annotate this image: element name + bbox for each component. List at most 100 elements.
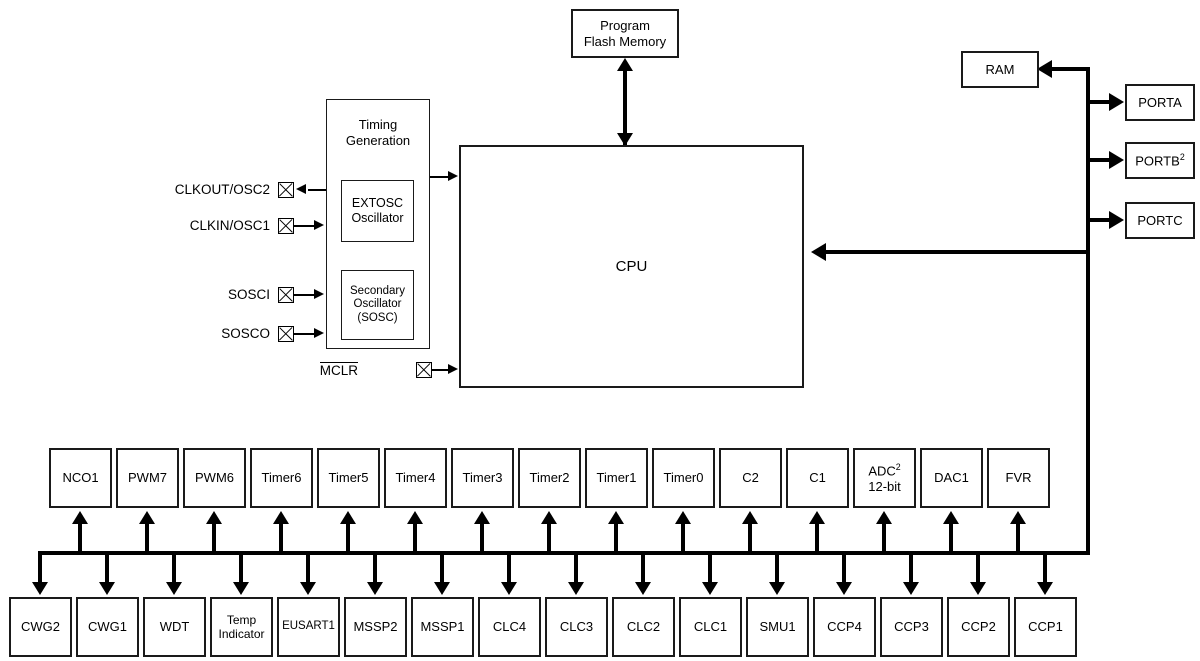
bus-peripheral-bottom-stem — [239, 551, 243, 585]
arrow-peripheral-bottom-down — [568, 582, 584, 595]
peripheral-bottom-label: WDT — [159, 619, 190, 635]
bus-peripheral-top-stem — [614, 524, 618, 552]
pin-pad-clkout-osc2 — [278, 182, 294, 198]
bus-portb-feed — [1090, 158, 1110, 162]
block-peripheral-bottom: CCP4 — [813, 597, 876, 657]
ram-label: RAM — [985, 61, 1015, 77]
arrow-peripheral-top-up — [273, 511, 289, 524]
peripheral-top-label: Timer1 — [596, 470, 637, 486]
arrow-peripheral-bottom-down — [300, 582, 316, 595]
peripheral-bottom-label: CLC4 — [492, 619, 527, 635]
bus-peripheral-bottom-stem — [909, 551, 913, 585]
block-peripheral-bottom: SMU1 — [746, 597, 809, 657]
block-peripheral-bottom: Temp Indicator — [210, 597, 273, 657]
block-peripheral-bottom: CLC1 — [679, 597, 742, 657]
program-flash-memory-label: Program Flash Memory — [583, 18, 667, 49]
block-peripheral-top: PWM6 — [183, 448, 246, 508]
pin-label-mclr: MCLR — [300, 362, 358, 380]
adc-text: ADC — [868, 463, 896, 479]
arrow-peripheral-top-up — [809, 511, 825, 524]
peripheral-top-label: Timer0 — [663, 470, 704, 486]
peripheral-top-label: DAC1 — [934, 470, 969, 486]
bus-peripheral-bottom-stem — [507, 551, 511, 585]
arrow-peripheral-bottom-down — [635, 582, 651, 595]
peripheral-bottom-label: CWG2 — [21, 619, 60, 635]
bus-peripheral-top-stem — [480, 524, 484, 552]
peripheral-bottom-label: CWG1 — [88, 619, 127, 635]
block-peripheral-top: Timer1 — [585, 448, 648, 508]
peripheral-bottom-label: SMU1 — [759, 619, 796, 635]
line-timing-to-cpu — [430, 176, 452, 178]
arrow-mclr — [448, 364, 458, 374]
block-portc: PORTC — [1125, 202, 1195, 239]
block-peripheral-bottom: CCP2 — [947, 597, 1010, 657]
arrow-timing-to-cpu — [448, 171, 458, 181]
block-peripheral-top-adc: ADC2 12-bit — [853, 448, 916, 508]
arrow-portb-in — [1109, 151, 1124, 169]
line-sosco — [294, 333, 316, 335]
block-peripheral-bottom: CWG1 — [76, 597, 139, 657]
peripheral-bottom-label: CCP1 — [1028, 619, 1063, 635]
peripheral-top-label: NCO1 — [62, 470, 99, 486]
bus-peripheral-top-stem — [681, 524, 685, 552]
arrow-peripheral-top-up — [206, 511, 222, 524]
arrow-peripheral-top-up — [541, 511, 557, 524]
bus-peripheral-bottom-stem — [105, 551, 109, 585]
portb-note: 2 — [1179, 152, 1185, 163]
block-peripheral-top: Timer5 — [317, 448, 380, 508]
adc-sub: 12-bit — [868, 478, 901, 494]
arrow-peripheral-top-up — [742, 511, 758, 524]
block-ram: RAM — [961, 51, 1039, 88]
bus-peripheral-top-stem — [212, 524, 216, 552]
arrow-flash-up — [617, 58, 633, 71]
bus-peripheral-top-stem — [346, 524, 350, 552]
block-program-flash-memory: Program Flash Memory — [571, 9, 679, 58]
arrow-sosco — [314, 328, 324, 338]
bus-peripheral-bottom-stem — [842, 551, 846, 585]
portb-label: PORTB2 — [1133, 152, 1186, 169]
arrow-peripheral-bottom-down — [769, 582, 785, 595]
adc-note: 2 — [895, 462, 901, 472]
block-peripheral-top: PWM7 — [116, 448, 179, 508]
block-peripheral-top: Timer2 — [518, 448, 581, 508]
arrow-flash-down — [617, 133, 633, 146]
block-portb: PORTB2 — [1125, 142, 1195, 179]
arrow-peripheral-top-up — [340, 511, 356, 524]
line-mclr — [432, 369, 452, 371]
peripheral-bottom-label: CCP4 — [827, 619, 862, 635]
block-peripheral-bottom: CWG2 — [9, 597, 72, 657]
pin-pad-clkin-osc1 — [278, 218, 294, 234]
arrow-peripheral-bottom-down — [970, 582, 986, 595]
bus-cpu-right-feed — [826, 250, 1088, 254]
block-peripheral-bottom: CLC4 — [478, 597, 541, 657]
block-porta: PORTA — [1125, 84, 1195, 121]
block-peripheral-top: Timer0 — [652, 448, 715, 508]
pin-label-sosco: SOSCO — [221, 326, 270, 341]
arrow-porta-in — [1109, 93, 1124, 111]
arrow-peripheral-bottom-down — [702, 582, 718, 595]
secondary-oscillator-label: Secondary Oscillator (SOSC) — [350, 284, 405, 324]
block-peripheral-top: Timer6 — [250, 448, 313, 508]
arrow-peripheral-bottom-down — [166, 582, 182, 595]
arrow-peripheral-bottom-down — [836, 582, 852, 595]
arrow-sosci — [314, 289, 324, 299]
bus-portc-feed — [1090, 218, 1110, 222]
pin-label-clkout-osc2: CLKOUT/OSC2 — [174, 182, 270, 197]
arrow-clkout-osc2 — [296, 184, 306, 194]
peripheral-bottom-label: CLC3 — [559, 619, 594, 635]
peripheral-top-label: FVR — [1005, 470, 1032, 486]
cpu-label: CPU — [615, 257, 648, 275]
bus-peripheral-bottom-stem — [306, 551, 310, 585]
bus-peripheral-top-stem — [413, 524, 417, 552]
block-peripheral-top: NCO1 — [49, 448, 112, 508]
peripheral-top-label: C1 — [809, 470, 826, 486]
peripheral-top-label: PWM6 — [195, 470, 234, 486]
peripheral-top-label: ADC2 12-bit — [866, 462, 903, 494]
arrow-peripheral-top-up — [474, 511, 490, 524]
pin-label-sosci: SOSCI — [227, 287, 270, 302]
peripheral-top-label: C2 — [742, 470, 759, 486]
arrow-peripheral-top-up — [72, 511, 88, 524]
bus-peripheral-bottom-stem — [373, 551, 377, 585]
peripheral-top-label: PWM7 — [128, 470, 167, 486]
